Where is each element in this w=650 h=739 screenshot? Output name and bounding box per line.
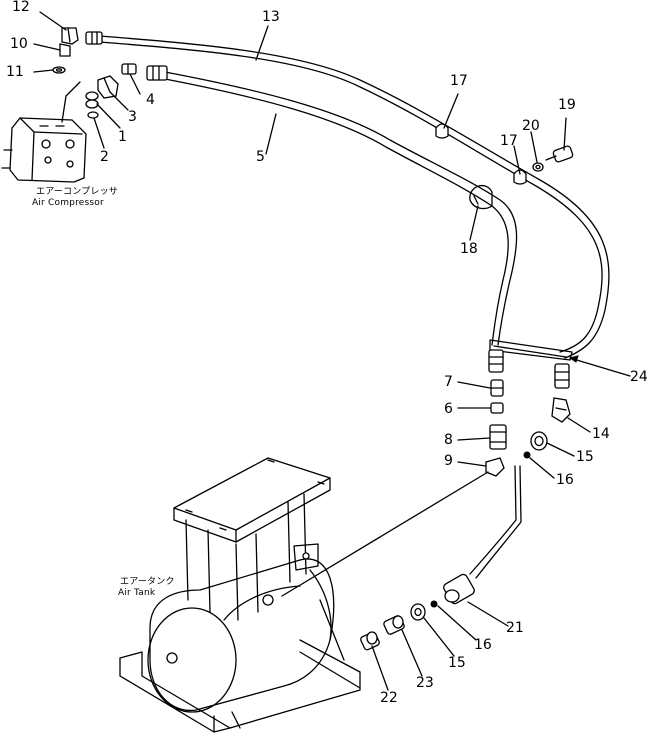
- callout-2: 2: [100, 149, 109, 165]
- tank-caption-jp: エアータンク: [120, 577, 175, 587]
- callout-17b: 17: [500, 133, 518, 149]
- hose-end-fittings-lower: [488, 349, 570, 389]
- compressor-caption-en: Air Compressor: [32, 198, 104, 208]
- hose-21: [443, 465, 522, 605]
- hose-end-fittings-top: [85, 31, 168, 81]
- callout-9: 9: [444, 453, 453, 469]
- air-compressor: [1, 81, 87, 183]
- tank-caption-en: Air Tank: [118, 588, 156, 598]
- callout-18: 18: [460, 241, 478, 257]
- part-22-drain-valve: [360, 631, 380, 651]
- part-12-elbow: [61, 27, 79, 45]
- callout-19: 19: [558, 97, 576, 113]
- callout-16a: 16: [556, 472, 574, 488]
- callout-13: 13: [262, 9, 280, 25]
- hose-5: [164, 71, 518, 346]
- part-3-elbow: [97, 75, 119, 99]
- clamps-17: [435, 123, 527, 185]
- callout-15b: 15: [448, 655, 466, 671]
- washer-20: [532, 162, 544, 172]
- part-4-nut: [121, 63, 137, 75]
- hose-13: [99, 35, 610, 359]
- callout-22: 22: [380, 690, 398, 706]
- part-15-fitting-lower: [410, 603, 426, 621]
- part-9-elbow: [485, 457, 505, 477]
- callout-21: 21: [506, 620, 524, 636]
- part-2-oring: [87, 111, 99, 119]
- part-16-oring-upper: [523, 451, 531, 459]
- callout-14: 14: [592, 426, 610, 442]
- part-16-oring-lower: [430, 600, 438, 608]
- callout-17a: 17: [450, 73, 468, 89]
- part-15-fitting-upper: [530, 431, 548, 451]
- part-11-oring: [52, 66, 66, 74]
- part-10-connector: [59, 43, 71, 57]
- compressor-caption-jp: エアーコンプレッサ: [36, 187, 118, 197]
- part-1-fitting: [85, 91, 99, 109]
- leader-lines: [33, 11, 631, 691]
- clamp-18: [469, 184, 493, 210]
- callout-4: 4: [146, 92, 155, 108]
- bracket-24: [489, 339, 573, 361]
- part-7-fitting: [490, 379, 504, 397]
- callout-6: 6: [444, 401, 453, 417]
- callout-11: 11: [6, 64, 24, 80]
- callout-8: 8: [444, 432, 453, 448]
- part-14-elbow: [551, 397, 571, 423]
- callout-7: 7: [444, 374, 453, 390]
- callout-23: 23: [416, 675, 434, 691]
- part-8-adapter: [489, 424, 507, 450]
- callout-12: 12: [12, 0, 30, 15]
- callout-5: 5: [256, 149, 265, 165]
- callout-20: 20: [522, 118, 540, 134]
- part-23-adapter: [383, 615, 405, 635]
- callout-15a: 15: [576, 449, 594, 465]
- callout-24: 24: [630, 369, 648, 385]
- callout-16b: 16: [474, 637, 492, 653]
- part-6-nut: [490, 402, 504, 414]
- air-tank: [119, 457, 361, 733]
- arrow-24-tip: [568, 355, 579, 363]
- callout-3: 3: [128, 109, 137, 125]
- callout-1: 1: [118, 129, 127, 145]
- bolt-19: [545, 145, 574, 163]
- callout-10: 10: [10, 36, 28, 52]
